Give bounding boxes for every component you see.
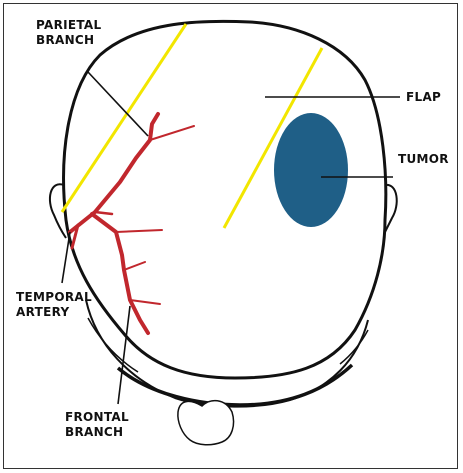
nose (178, 401, 234, 445)
label-temporal-artery: TEMPORAL ARTERY (16, 290, 92, 320)
label-parietal-branch: PARIETAL BRANCH (36, 18, 101, 48)
label-frontal-line2: BRANCH (65, 425, 129, 440)
leader-temporal (62, 232, 70, 283)
label-parietal-line2: BRANCH (36, 33, 101, 48)
tumor-mass (274, 113, 348, 227)
label-frontal-branch: FRONTAL BRANCH (65, 410, 129, 440)
label-tumor-text: TUMOR (398, 152, 449, 167)
label-frontal-line1: FRONTAL (65, 410, 129, 425)
label-temporal-line1: TEMPORAL (16, 290, 92, 305)
flap-incision-left (62, 24, 186, 212)
label-flap-text: FLAP (406, 90, 441, 105)
leader-frontal (118, 306, 130, 404)
jaw-shadow (118, 365, 352, 405)
label-temporal-line2: ARTERY (16, 305, 92, 320)
label-flap: FLAP (406, 90, 441, 105)
label-tumor: TUMOR (398, 152, 449, 167)
label-parietal-line1: PARIETAL (36, 18, 101, 33)
